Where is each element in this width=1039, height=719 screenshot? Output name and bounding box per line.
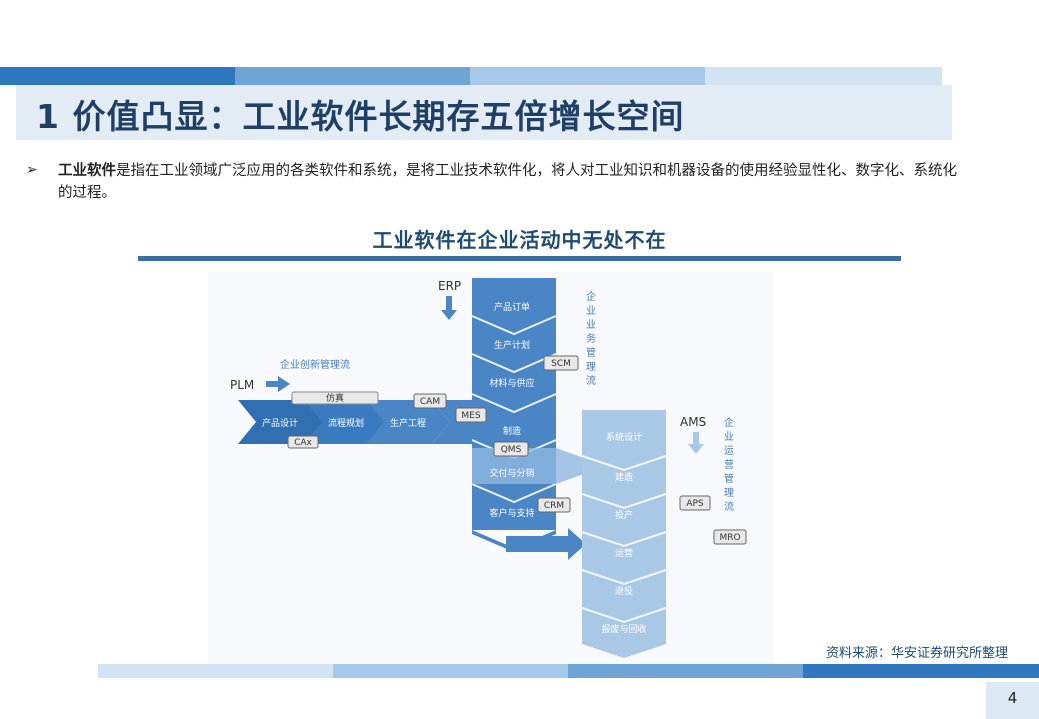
cam-tag-label: CAM — [420, 397, 440, 407]
mro-tag — [713, 529, 747, 545]
source-note: 资料来源：华安证券研究所整理 — [826, 646, 1009, 661]
footer-bar-segment — [568, 664, 803, 678]
intro-text: 是指在工业领域广泛应用的各类软件和系统，是将工业技术软件化，将人对工业知识和机器… — [58, 163, 957, 201]
header-bar-segment — [470, 67, 705, 85]
operation-step: 报废与回收 — [601, 623, 646, 635]
title-background — [16, 85, 952, 140]
crm-tag — [537, 497, 571, 513]
operation-step: 退役 — [615, 585, 633, 597]
plm-label: PLM — [230, 378, 254, 392]
scm-tag — [543, 355, 579, 371]
business-flow-column — [472, 278, 556, 530]
ams-arrow — [693, 432, 699, 446]
chevron-production-engineering — [366, 400, 450, 444]
mes-tag-label: MES — [461, 411, 480, 421]
ams-label: AMS — [680, 415, 706, 429]
industrial-software-diagram: ERP PLM AMS 企业创新管理流 企业业务管理流 企业运营管理流 产品订单… — [208, 272, 773, 664]
simulation-tag-label: 仿真 — [326, 392, 344, 404]
footer-bar-segment — [98, 664, 333, 678]
figure-title-underline — [138, 256, 901, 261]
header-bar-segment — [0, 67, 235, 85]
ams-arrow-head — [688, 444, 704, 454]
operation-step: 建造 — [615, 471, 633, 483]
footer-bar-segment — [333, 664, 568, 678]
operation-step: 系统设计 — [606, 431, 642, 443]
chevron-product-design — [238, 400, 326, 444]
header-bar-segment — [235, 67, 470, 85]
flow-arrow — [506, 528, 586, 560]
operation-flow-column — [582, 410, 666, 658]
business-step: 制造 — [503, 425, 521, 437]
page-number-box — [986, 682, 1039, 719]
mro-tag-label: MRO — [719, 533, 740, 543]
innovation-step: 生产工程 — [390, 417, 426, 429]
crm-tag-label: CRM — [544, 501, 564, 511]
page-number: 4 — [1007, 689, 1018, 707]
scm-tag-label: SCM — [551, 359, 571, 369]
bridge-arrow — [472, 448, 606, 484]
business-step: 产品订单 — [494, 301, 530, 313]
business-step: 材料与供应 — [489, 377, 534, 389]
innovation-step: 产品设计 — [262, 417, 298, 429]
intro-paragraph: 工业软件是指在工业领域广泛应用的各类软件和系统，是将工业技术软件化，将人对工业知… — [58, 160, 958, 204]
business-step: 生产计划 — [494, 339, 530, 351]
cam-tag — [413, 393, 447, 409]
aps-tag — [679, 495, 711, 511]
business-flow-label: 企业业务管理流 — [586, 290, 596, 387]
erp-arrow — [446, 296, 452, 312]
page-title: 1 价值凸显：工业软件长期存五倍增长空间 — [36, 97, 685, 136]
qms-tag — [493, 441, 529, 457]
footer-bar-segment — [803, 664, 1039, 678]
cax-tag — [287, 435, 319, 449]
business-step: 交付与分销 — [489, 467, 534, 479]
innovation-step: 流程规划 — [328, 417, 364, 429]
qms-tag-label: QMS — [501, 445, 522, 455]
cax-tag-label: CAx — [294, 438, 312, 448]
mes-tag — [455, 407, 487, 423]
simulation-tag — [291, 391, 379, 405]
innovation-flow-label: 企业创新管理流 — [280, 358, 350, 371]
erp-arrow-head — [441, 310, 457, 320]
intro-term: 工业软件 — [58, 163, 116, 179]
erp-label: ERP — [438, 279, 461, 293]
header-bar-segment — [705, 67, 942, 85]
business-step: 客户与支持 — [489, 507, 534, 519]
operation-step: 投产 — [615, 509, 633, 521]
bullet-icon: ➢ — [26, 162, 38, 178]
figure-title: 工业软件在企业活动中无处不在 — [372, 228, 667, 252]
aps-tag-label: APS — [686, 499, 704, 509]
chevron-process-planning — [304, 400, 388, 444]
plm-arrow-head — [278, 376, 290, 392]
plm-arrow — [266, 381, 280, 387]
operation-flow-label: 企业运营管理流 — [724, 416, 734, 513]
operation-step: 运营 — [615, 547, 633, 559]
